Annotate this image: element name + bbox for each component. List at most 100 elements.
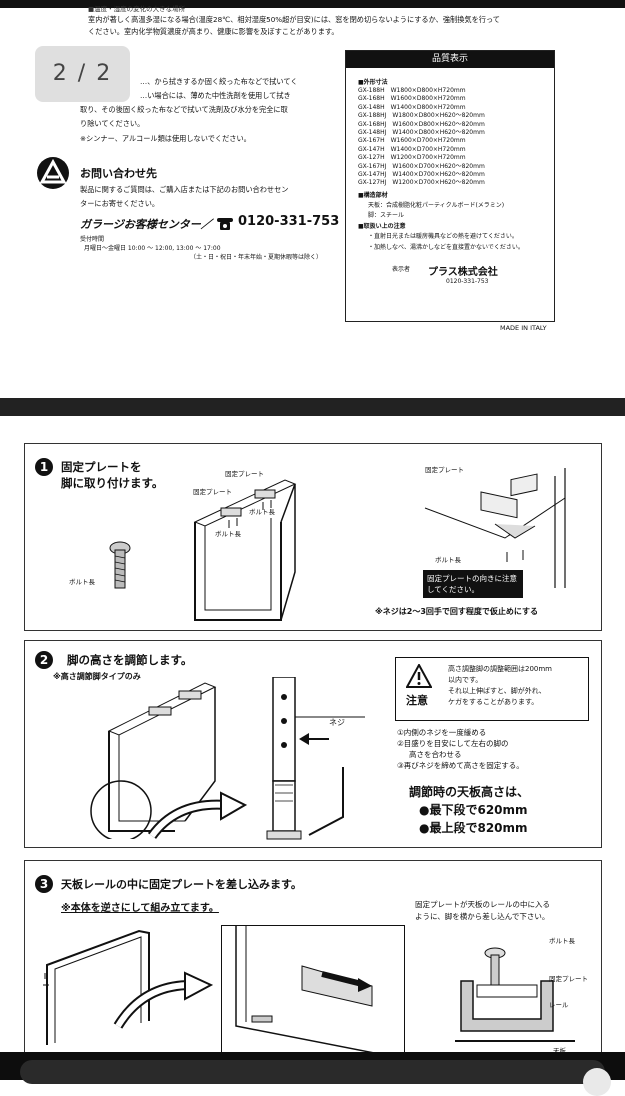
warning-icon — [405, 662, 433, 688]
inverted-frame-illustration — [39, 925, 169, 1055]
material-2: 脚：スチール — [368, 212, 405, 219]
care-line-1: 室内が著しく高温多湿になる場合(温度28℃、相対湿度50%超が目安)には、窓を閉… — [88, 15, 500, 24]
bolt-label-c: ボルト長 — [435, 556, 461, 564]
adjust-title: 調節時の天板高さは、 — [409, 785, 530, 799]
care-line-2: ください。室内化学物質濃度が高まり、健康に影響を及ぼすことがあります。 — [88, 27, 339, 36]
step1-title-2: 脚に取り付けます。 — [61, 476, 164, 490]
size-item: GX-167HJ W1600×D700×H620～820mm — [358, 162, 485, 170]
care-line-7: ※シンナー、アルコール類は使用しないでください。 — [80, 134, 251, 143]
handling-label: ■取扱い上の注意 — [358, 223, 406, 230]
size-item: GX-127HJ W1200×D700×H620～820mm — [358, 179, 485, 187]
bolt-length-label: ボルト長 — [69, 578, 95, 586]
viewer-input-pill[interactable] — [20, 1060, 605, 1084]
plate-detail-illustration — [415, 468, 575, 588]
contact-center-name: ガラージお客様センター／ — [80, 218, 212, 231]
hours-label: 受付時間 — [80, 236, 105, 243]
caution-3: それ以上伸ばすと、脚が外れ、 — [448, 687, 546, 695]
made-in: MADE IN ITALY — [500, 324, 547, 332]
page-indicator: 2 / 2 — [35, 46, 130, 102]
contact-desc-2: ターにお寄せください。 — [80, 199, 160, 208]
plate-label-b: 固定プレート — [193, 488, 232, 496]
instruction-1: ①内側のネジを一度緩める — [397, 728, 487, 737]
screw-label: ネジ — [329, 718, 345, 727]
section-plate-label: 固定プレート — [549, 975, 588, 983]
step3-desc-1: 固定プレートが天板のレールの中に入る — [415, 900, 550, 909]
step2-title: 脚の高さを調節します。 — [67, 653, 193, 667]
step1-panel: 1 固定プレートを 脚に取り付けます。 ボルト長 固定プレート 固定プレート ボ… — [24, 443, 602, 631]
rail-insert-illustration — [221, 925, 405, 1059]
contact-title: お問い合わせ先 — [80, 167, 157, 180]
plate-label-a: 固定プレート — [225, 470, 264, 478]
bolt-illustration — [105, 540, 135, 592]
instruction-2b: 高さを合わせる — [409, 750, 462, 759]
step1-note: ※ネジは2～3回手で回す程度で仮止めにする — [375, 607, 538, 616]
step3-subtitle: ※本体を逆さにして組み立てます。 — [61, 903, 219, 914]
step2-subtitle: ※高さ調節脚タイプのみ — [53, 672, 141, 681]
labeler-prefix: 表示者 — [392, 266, 411, 273]
step1-title-1: 固定プレートを — [61, 460, 142, 474]
care-line-3: …、から拭きするか固く絞った布などで拭いてく — [140, 77, 298, 86]
step3-panel: 3 天板レールの中に固定プレートを差し込みます。 ※本体を逆さにして組み立てます… — [24, 860, 602, 1062]
company-name: プラス株式会社 — [428, 267, 498, 278]
contact-desc-1: 製品に関するご質問は、ご購入店または下記のお問い合わせセン — [80, 185, 289, 194]
holidays-text: （土・日・祝日・年末年始・夏期休暇等は除く） — [190, 254, 323, 261]
size-item: GX-148HJ W1400×D800×H620～820mm — [358, 129, 485, 137]
care-line-4: …い場合には、薄めた中性洗剤を使用して拭き — [140, 91, 291, 100]
plate-label-c: 固定プレート — [425, 466, 464, 474]
caution-4: ケガをすることがあります。 — [448, 698, 539, 706]
size-label: ■外形寸法 — [358, 79, 388, 86]
step2-panel: 2 脚の高さを調節します。 ※高さ調節脚タイプのみ — [24, 640, 602, 848]
orientation-notice: 固定プレートの向きに注意してください。 — [423, 570, 523, 598]
company-phone: 0120-331-753 — [446, 278, 489, 285]
adjust-lowest: ●最下段で620mm — [419, 803, 528, 817]
page-separator — [0, 398, 625, 416]
care-line-5: 取り、その後固く絞った布などで拭いて洗剤及び水分を完全に取 — [80, 105, 288, 114]
size-item: GX-168H W1600×D800×H720mm — [358, 95, 466, 103]
caution-2: 以内です。 — [448, 676, 483, 684]
size-item: GX-168HJ W1600×D800×H620～820mm — [358, 120, 485, 128]
curved-arrow-icon — [147, 791, 248, 841]
size-item: GX-188H W1800×D800×H720mm — [358, 87, 466, 94]
material-label: ■構造部材 — [358, 192, 388, 199]
curved-arrow-icon-2 — [113, 971, 214, 1031]
quality-header: 品質表示 — [346, 51, 554, 68]
top-bar — [0, 0, 625, 8]
care-line-6: り除いてください。 — [80, 119, 145, 128]
step3-number: 3 — [35, 875, 53, 893]
step2-number: 2 — [35, 651, 53, 669]
adjust-highest: ●最上段で820mm — [419, 821, 528, 835]
caution-label: 注意 — [406, 694, 428, 707]
instruction-2: ②目盛りを目安にして左右の脚の — [397, 739, 509, 748]
size-item: GX-167H W1600×D700×H720mm — [358, 137, 466, 145]
quality-box: 品質表示 ■外形寸法 GX-188H W1800×D800×H720mm GX-… — [345, 50, 555, 322]
section-rail-label: レール — [549, 1001, 569, 1009]
rail-cross-section-illustration — [455, 945, 575, 1057]
viewer-action-button[interactable] — [583, 1068, 611, 1096]
size-item: GX-127H W1200×D700×H720mm — [358, 154, 466, 162]
handling-2: ・加熱しなべ、湯沸かしなどを直接置かないでください。 — [368, 244, 524, 251]
phone-icon — [216, 216, 234, 230]
leg-detail-illustration — [265, 676, 375, 843]
section-bolt-label: ボルト長 — [549, 937, 575, 945]
caution-1: 高さ調整脚の調整範囲は200mm — [448, 665, 552, 673]
hours-text: 月曜日～金曜日 10:00 ～ 12:00, 13:00 ～ 17:00 — [84, 245, 221, 252]
care-line-0: ■温度・湿度の変化の大きな場所 — [88, 5, 186, 13]
step3-desc-2: ように、脚を横から差し込んで下さい。 — [415, 912, 550, 921]
size-item: GX-147HJ W1400×D700×H620～820mm — [358, 171, 485, 179]
caution-box: 注意 高さ調整脚の調整範囲は200mm 以内です。 それ以上伸ばすと、脚が外れ、… — [395, 657, 589, 721]
material-1: 天板：合成樹脂化粧パーティクルボード(メラミン) — [368, 202, 505, 209]
size-list: GX-188H W1800×D800×H720mm GX-168H W1600×… — [358, 87, 485, 188]
leg-frame-illustration — [185, 462, 305, 622]
section-top-label: 天板 — [553, 1047, 566, 1055]
size-item: GX-148H W1400×D800×H720mm — [358, 103, 466, 111]
contact-phone: 0120-331-753 — [238, 214, 340, 229]
step3-title: 天板レールの中に固定プレートを差し込みます。 — [61, 878, 302, 891]
contact-logo-icon — [36, 156, 70, 190]
handling-1: ・直射日光または暖房機具などの熱を避けてください。 — [368, 233, 518, 240]
step1-number: 1 — [35, 458, 53, 476]
bolt-length-label-3: ボルト長 — [215, 530, 241, 538]
size-item: GX-147H W1400×D700×H720mm — [358, 145, 466, 153]
instruction-3: ③再びネジを締めて高さを固定する。 — [397, 761, 524, 770]
size-item: GX-188HJ W1800×D800×H620～820mm — [358, 112, 485, 120]
bolt-length-label-2: ボルト長 — [249, 508, 275, 516]
